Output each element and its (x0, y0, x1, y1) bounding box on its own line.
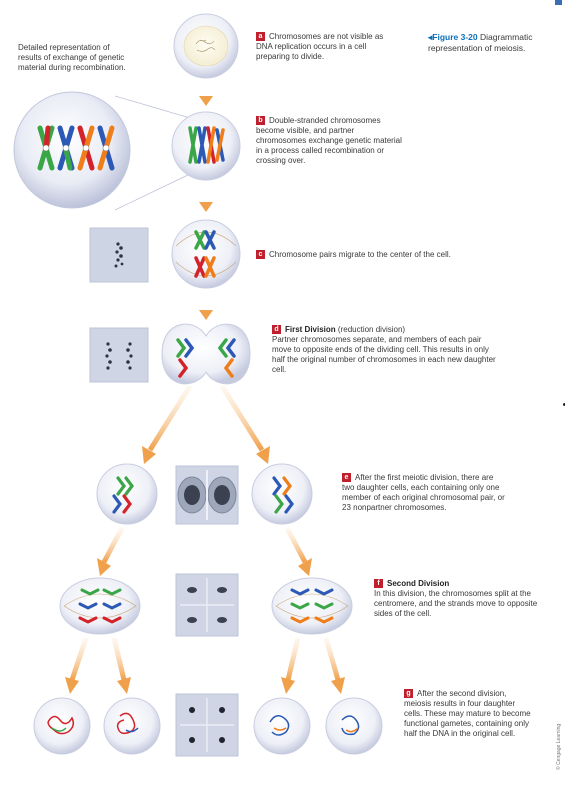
cell-d (161, 323, 251, 385)
cell-e-right (251, 463, 313, 525)
detail-guide-line (114, 95, 191, 119)
photo-d (89, 327, 149, 383)
step-f-caption: f Second Division In this division, the c… (374, 579, 556, 619)
step-text: Chromosomes are not visible as DNA repli… (256, 32, 384, 61)
step-badge: e (342, 473, 351, 482)
step-badge: g (404, 689, 413, 698)
cell-a (173, 13, 239, 79)
cell-f-left (59, 577, 141, 635)
step-badge: b (256, 116, 265, 125)
arrow-f-g (285, 637, 301, 681)
figure-label: Figure 3-20 (432, 32, 478, 42)
photo-e (175, 465, 239, 525)
step-badge: f (374, 579, 383, 588)
step-text: In this division, the chromosomes split … (374, 589, 538, 618)
arrow-d-e-left (147, 384, 193, 452)
step-heading: Second Division (387, 579, 450, 588)
arrow-f-g (111, 637, 127, 681)
step-badge: c (256, 250, 265, 259)
figure-title: Diagrammatic representation of meiosis. (428, 32, 533, 53)
detail-caption: Detailed representation of results of ex… (18, 43, 126, 72)
cell-g (33, 697, 383, 755)
step-badge: a (256, 32, 265, 41)
step-heading: First Division (285, 325, 336, 334)
detail-guide-line (114, 173, 191, 211)
step-text: Chromosome pairs migrate to the center o… (269, 250, 451, 259)
step-text: Partner chromosomes separate, and member… (272, 335, 496, 374)
step-text: After the second division, meiosis resul… (404, 689, 531, 738)
cell-f-right (271, 577, 353, 635)
corner-mark (555, 0, 562, 5)
step-badge: d (272, 325, 281, 334)
cell-e-left (96, 463, 158, 525)
step-text: After the first meiotic division, there … (342, 473, 505, 512)
figure-caption: ◂Figure 3-20 Diagrammatic representation… (428, 32, 533, 53)
cell-b (171, 111, 241, 181)
arrow-f-g (69, 637, 89, 681)
step-d-caption: d First Division (reduction division) Par… (272, 325, 497, 375)
step-c-caption: c Chromosome pairs migrate to the center … (256, 250, 506, 260)
arrow-f-g (323, 637, 341, 681)
detail-cell (13, 91, 131, 209)
arrow-e-f-left (101, 526, 125, 564)
stray-dot (563, 403, 565, 406)
photo-g (175, 693, 239, 757)
cell-c (171, 219, 241, 289)
arrow-d-e-right (219, 384, 265, 452)
arrow-e-f-right (284, 526, 308, 564)
copyright: © Cengage Learning (556, 723, 562, 770)
step-text: Double-stranded chromosomes become visib… (256, 116, 402, 165)
photo-f (175, 573, 239, 637)
photo-c (89, 227, 149, 283)
step-heading-note: (reduction division) (337, 325, 406, 334)
